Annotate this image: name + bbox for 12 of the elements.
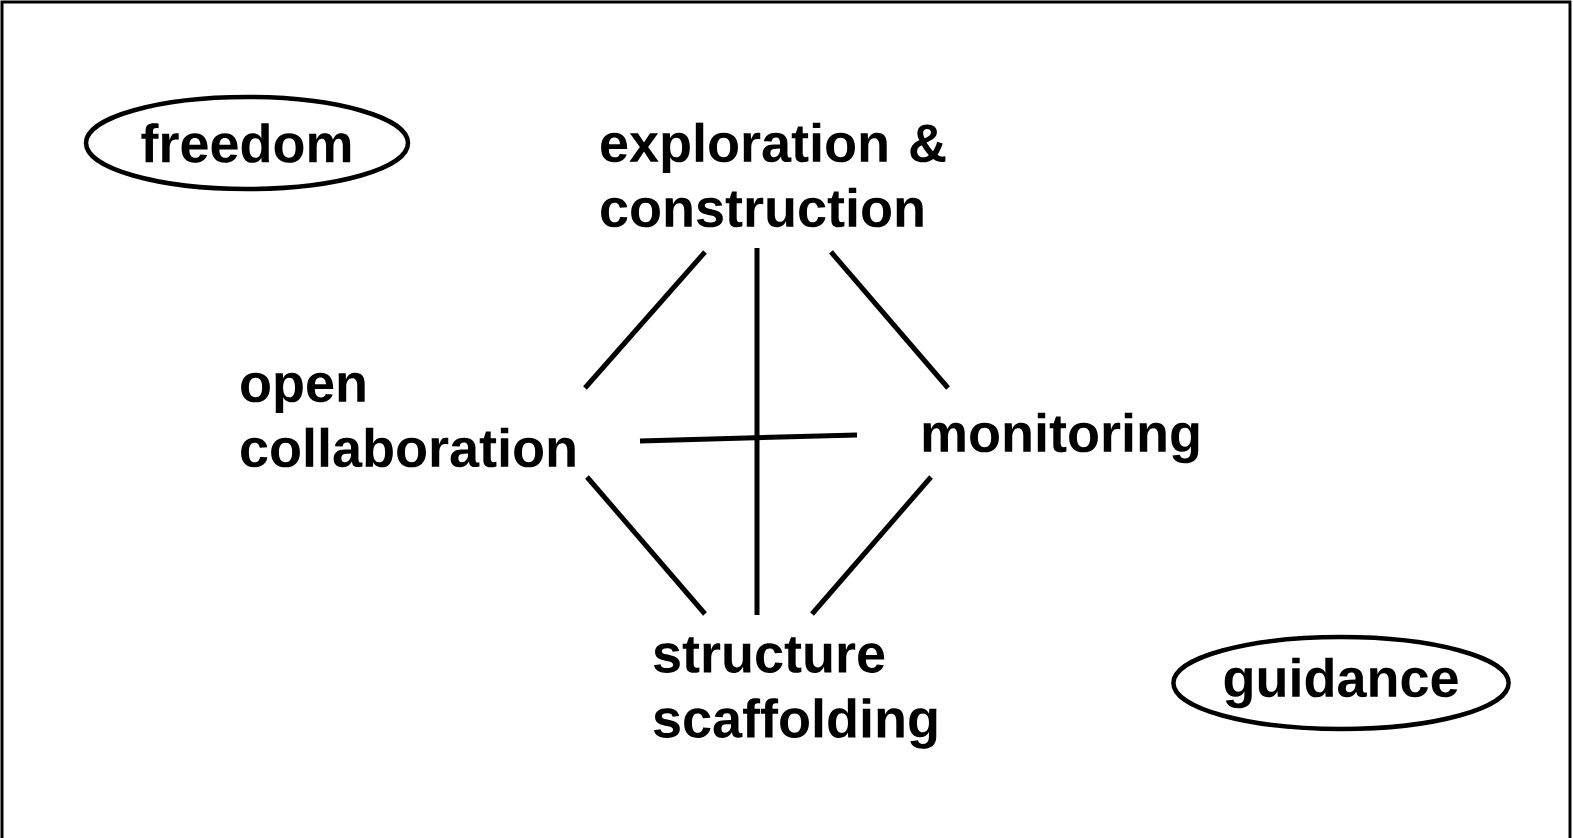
connector-line (754, 248, 760, 615)
concept-label: exploration & construction (601, 122, 946, 228)
concept-label: monitoring (923, 412, 1199, 464)
connector-line (810, 475, 933, 616)
connector-line (585, 475, 707, 616)
oval-label: guidance (1171, 634, 1511, 732)
connector-line (583, 250, 707, 390)
connector-line (639, 432, 858, 444)
oval-label: freedom (83, 94, 411, 192)
concept-label: open collaboration (241, 372, 575, 468)
concept-label: structure scaffolding (653, 637, 937, 749)
connector-line (829, 250, 950, 390)
